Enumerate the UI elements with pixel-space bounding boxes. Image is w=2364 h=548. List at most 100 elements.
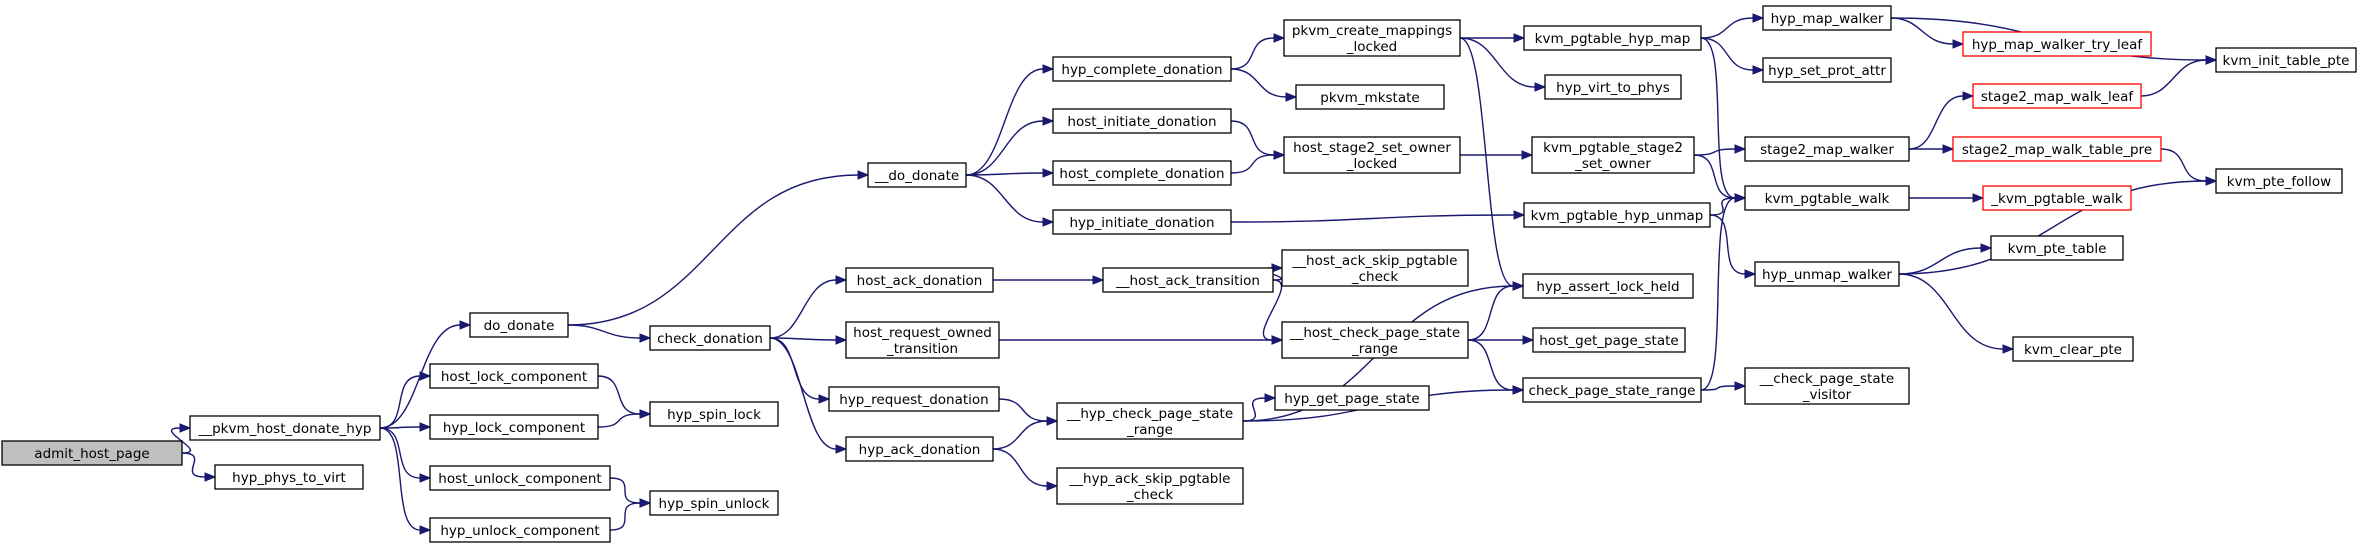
node-label: __hyp_check_page_state bbox=[1066, 406, 1233, 422]
edge-arrowhead bbox=[1512, 281, 1525, 291]
node-check-page-state-range[interactable]: check_page_state_range bbox=[1522, 377, 1702, 403]
node-box bbox=[1952, 136, 2162, 162]
node-hyp-assert-lock-held[interactable]: hyp_assert_lock_held bbox=[1522, 273, 1694, 299]
node-stage2-map-walk-table-pre[interactable]: stage2_map_walk_table_pre bbox=[1952, 136, 2162, 162]
node-hyp-set-prot-attr[interactable]: hyp_set_prot_attr bbox=[1762, 57, 1892, 83]
edge-line bbox=[1459, 37, 1514, 287]
node-hyp-request-donation[interactable]: hyp_request_donation bbox=[828, 386, 1000, 412]
edge-stage2_map_walk_leaf-to-kvm_init_table_pte bbox=[2140, 55, 2218, 97]
node-kvm-pgtable-walk-inner[interactable]: _kvm_pgtable_walk bbox=[1982, 185, 2132, 211]
edge-arrowhead bbox=[419, 473, 432, 483]
edge-host_stage2_set_owner_locked-to-kvm_pgtable_stage2_set_owner bbox=[1460, 150, 1534, 160]
node-hyp-phys-to-virt[interactable]: hyp_phys_to_virt bbox=[214, 464, 364, 490]
node-pkvm-host-donate-hyp[interactable]: __pkvm_host_donate_hyp bbox=[189, 415, 381, 441]
edge-line bbox=[1700, 17, 1754, 39]
node-host-unlock-component[interactable]: host_unlock_component bbox=[429, 465, 611, 491]
node-kvm-pgtable-hyp-map[interactable]: kvm_pgtable_hyp_map bbox=[1523, 25, 1702, 51]
node-stage2-map-walker[interactable]: stage2_map_walker bbox=[1744, 136, 1910, 162]
node-hyp-spin-unlock[interactable]: hyp_spin_unlock bbox=[649, 490, 779, 516]
edge-arrowhead bbox=[1092, 275, 1105, 285]
node-host-check-page-state-range[interactable]: __host_check_page_state_range bbox=[1281, 321, 1469, 359]
node-kvm-pgtable-stage2-set-owner[interactable]: kvm_pgtable_stage2_set_owner bbox=[1531, 136, 1695, 174]
node-stage2-map-walk-leaf[interactable]: stage2_map_walk_leaf bbox=[1972, 83, 2142, 109]
node-box bbox=[1, 440, 183, 466]
node-host-stage2-set-owner-locked[interactable]: host_stage2_set_owner_locked bbox=[1283, 136, 1461, 174]
node-hyp-complete-donation[interactable]: hyp_complete_donation bbox=[1052, 56, 1232, 82]
edge-arrowhead bbox=[1512, 385, 1525, 395]
edge-host_ack_donation-to-host_ack_transition bbox=[993, 275, 1105, 285]
node-hyp-ack-donation[interactable]: hyp_ack_donation bbox=[845, 436, 994, 462]
node-hyp-get-page-state[interactable]: hyp_get_page_state bbox=[1274, 385, 1430, 411]
edge-check_page_state_range-to-kvm_pgtable_walk bbox=[1700, 193, 1747, 391]
node-host-request-owned-transition[interactable]: host_request_owned_transition bbox=[845, 321, 1000, 359]
node-label: stage2_map_walk_leaf bbox=[1981, 89, 2135, 105]
node-hyp-initiate-donation[interactable]: hyp_initiate_donation bbox=[1052, 209, 1232, 235]
node-hyp-check-page-state-range[interactable]: __hyp_check_page_state_range bbox=[1056, 402, 1244, 440]
edge-hyp_unlock_component-to-hyp_spin_unlock bbox=[609, 498, 652, 531]
node-hyp-ack-skip-pgtable-check[interactable]: __hyp_ack_skip_pgtable_check bbox=[1056, 467, 1244, 505]
node-box bbox=[1052, 160, 1232, 186]
node-hyp-unmap-walker[interactable]: hyp_unmap_walker bbox=[1754, 261, 1900, 287]
edge-arrowhead bbox=[1734, 193, 1747, 203]
node-hyp-lock-component[interactable]: hyp_lock_component bbox=[429, 414, 599, 440]
node-hyp-map-walker[interactable]: hyp_map_walker bbox=[1762, 5, 1892, 31]
node-label: hyp_spin_unlock bbox=[659, 496, 770, 512]
node-host-get-page-state[interactable]: host_get_page_state bbox=[1532, 327, 1686, 353]
node-pkvm-create-mappings-locked[interactable]: pkvm_create_mappings_locked bbox=[1283, 19, 1461, 57]
node-check-page-state-visitor[interactable]: __check_page_state_visitor bbox=[1744, 367, 1910, 405]
edge-hyp_unmap_walker-to-kvm_pte_table bbox=[1898, 243, 1993, 275]
edge-line bbox=[181, 452, 206, 478]
node-box bbox=[1102, 267, 1274, 293]
node-kvm-init-table-pte[interactable]: kvm_init_table_pte bbox=[2215, 47, 2357, 73]
node-label: _check bbox=[1351, 269, 1398, 285]
node-host-lock-component[interactable]: host_lock_component bbox=[429, 363, 599, 389]
edge-do_donate_inner-to-hyp_initiate_donation bbox=[965, 174, 1055, 227]
node-host-ack-transition[interactable]: __host_ack_transition bbox=[1102, 267, 1274, 293]
edge-hyp_ack_donation-to-hyp_ack_skip_pgtable_check bbox=[992, 448, 1059, 491]
node-pkvm-mkstate[interactable]: pkvm_mkstate bbox=[1295, 84, 1445, 110]
node-label: kvm_pgtable_hyp_unmap bbox=[1531, 208, 1704, 224]
edge-arrowhead bbox=[459, 320, 472, 330]
edge-line bbox=[1230, 154, 1275, 174]
node-kvm-pgtable-walk[interactable]: kvm_pgtable_walk bbox=[1744, 185, 1910, 211]
node-box bbox=[867, 162, 967, 188]
node-box bbox=[1990, 235, 2124, 261]
node-box bbox=[1744, 367, 1910, 405]
node-hyp-unlock-component[interactable]: hyp_unlock_component bbox=[429, 517, 611, 543]
node-host-ack-donation[interactable]: host_ack_donation bbox=[845, 267, 994, 293]
node-hyp-virt-to-phys[interactable]: hyp_virt_to_phys bbox=[1544, 74, 1682, 100]
node-label: __do_donate bbox=[874, 168, 959, 184]
edge-line bbox=[1890, 17, 1954, 45]
edge-arrowhead bbox=[204, 472, 217, 482]
node-label: __hyp_ack_skip_pgtable bbox=[1069, 471, 1231, 487]
edge-line bbox=[965, 174, 1044, 223]
node-kvm-pte-follow[interactable]: kvm_pte_follow bbox=[2215, 168, 2343, 194]
node-label: kvm_pgtable_walk bbox=[1765, 191, 1890, 207]
node-host-initiate-donation[interactable]: host_initiate_donation bbox=[1052, 108, 1232, 134]
edge-pkvm_host_donate_hyp-to-host_unlock_component bbox=[379, 427, 432, 483]
edge-line bbox=[1709, 197, 1736, 216]
node-host-complete-donation[interactable]: host_complete_donation bbox=[1052, 160, 1232, 186]
edge-arrowhead bbox=[1273, 33, 1286, 43]
edge-line bbox=[597, 375, 641, 415]
node-do-donate-inner[interactable]: __do_donate bbox=[867, 162, 967, 188]
edge-arrowhead bbox=[1980, 243, 1993, 253]
node-check-donation[interactable]: check_donation bbox=[649, 325, 771, 351]
edge-arrowhead bbox=[1534, 82, 1547, 92]
node-kvm-pgtable-hyp-unmap[interactable]: kvm_pgtable_hyp_unmap bbox=[1523, 202, 1711, 228]
node-hyp-map-walker-try-leaf[interactable]: hyp_map_walker_try_leaf bbox=[1962, 31, 2152, 57]
node-label: hyp_unmap_walker bbox=[1762, 267, 1892, 283]
node-label: _set_owner bbox=[1574, 156, 1651, 172]
edge-arrowhead bbox=[1972, 193, 1985, 203]
node-label: kvm_init_table_pte bbox=[2223, 53, 2350, 69]
edge-hyp_initiate_donation-to-kvm_pgtable_hyp_unmap bbox=[1230, 210, 1526, 223]
node-kvm-clear-pte[interactable]: kvm_clear_pte bbox=[2012, 336, 2134, 362]
node-kvm-pte-table[interactable]: kvm_pte_table bbox=[1990, 235, 2124, 261]
node-hyp-spin-lock[interactable]: hyp_spin_lock bbox=[649, 401, 779, 427]
node-host-ack-skip-pgtable-check[interactable]: __host_ack_skip_pgtable_check bbox=[1281, 249, 1469, 287]
node-label: kvm_pgtable_hyp_map bbox=[1535, 31, 1691, 47]
node-do-donate[interactable]: do_donate bbox=[469, 312, 569, 338]
node-label: _range bbox=[1351, 341, 1398, 357]
node-label: host_unlock_component bbox=[438, 471, 601, 487]
edge-kvm_pgtable_stage2_set_owner-to-stage2_map_walker bbox=[1693, 144, 1747, 156]
